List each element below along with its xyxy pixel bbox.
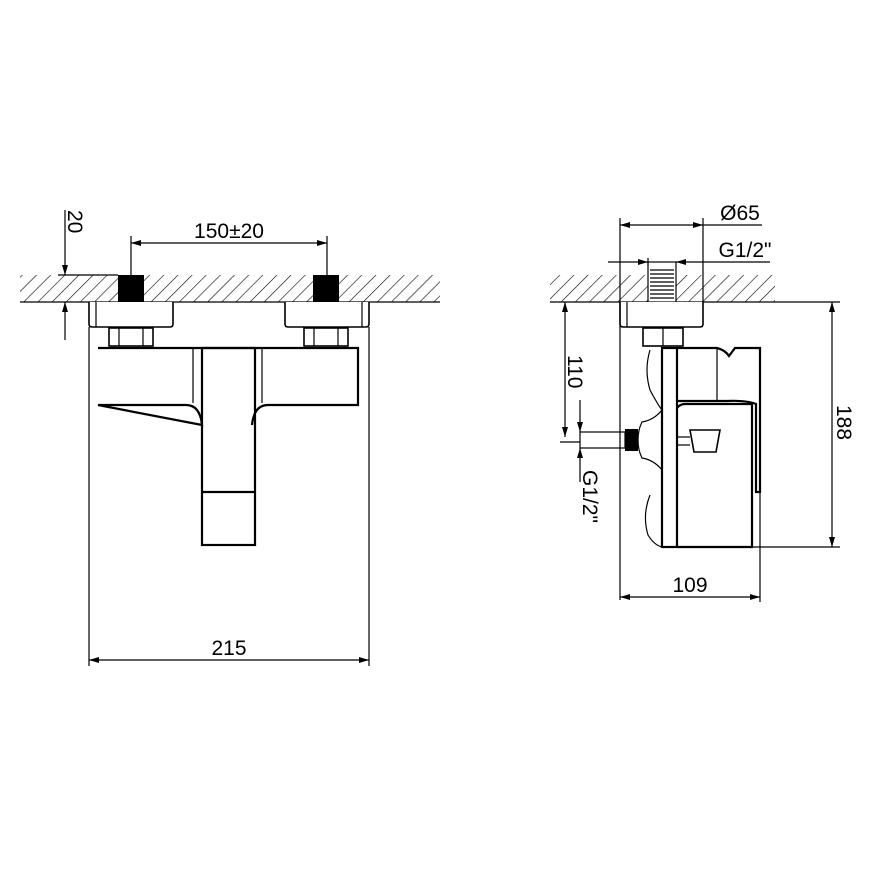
eccentric-connector	[637, 349, 663, 548]
dim-wall-depth: 20	[63, 210, 86, 233]
nut-side	[642, 327, 684, 347]
inlet-pipe-right	[313, 275, 339, 302]
escutcheon-side	[619, 302, 704, 328]
side-view: Ø65 G1/2" 110 G1/2" 188 109	[550, 202, 855, 602]
escutcheon-right	[284, 302, 370, 328]
inlet-pipe-left	[118, 275, 144, 302]
lever-housing	[677, 346, 762, 494]
diverter-knob	[689, 429, 721, 453]
dim-inlet-spacing: 150±20	[194, 220, 264, 243]
mounting-plate	[660, 346, 679, 549]
outlet-pipe	[579, 431, 626, 449]
dim-outlet-thread: G1/2"	[578, 470, 601, 523]
mixer-body	[97, 346, 360, 427]
dim-projection: 109	[672, 574, 707, 597]
escutcheon-left	[88, 302, 174, 328]
dim-escutcheon-diameter: Ø65	[720, 202, 760, 225]
front-view: 20 150±20 215	[20, 210, 440, 666]
wall-hatch	[20, 275, 440, 302]
pipe-threads	[650, 269, 674, 299]
dim-wall-thread: G1/2"	[719, 239, 772, 262]
dim-overall-height: 188	[832, 405, 855, 440]
nut-right	[303, 327, 349, 347]
dim-outlet-height: 110	[563, 355, 586, 388]
body-lower	[676, 402, 754, 549]
outlet-thread	[625, 429, 638, 451]
spout	[200, 346, 257, 547]
nut-left	[108, 327, 154, 347]
dim-overall-width: 215	[211, 637, 246, 660]
